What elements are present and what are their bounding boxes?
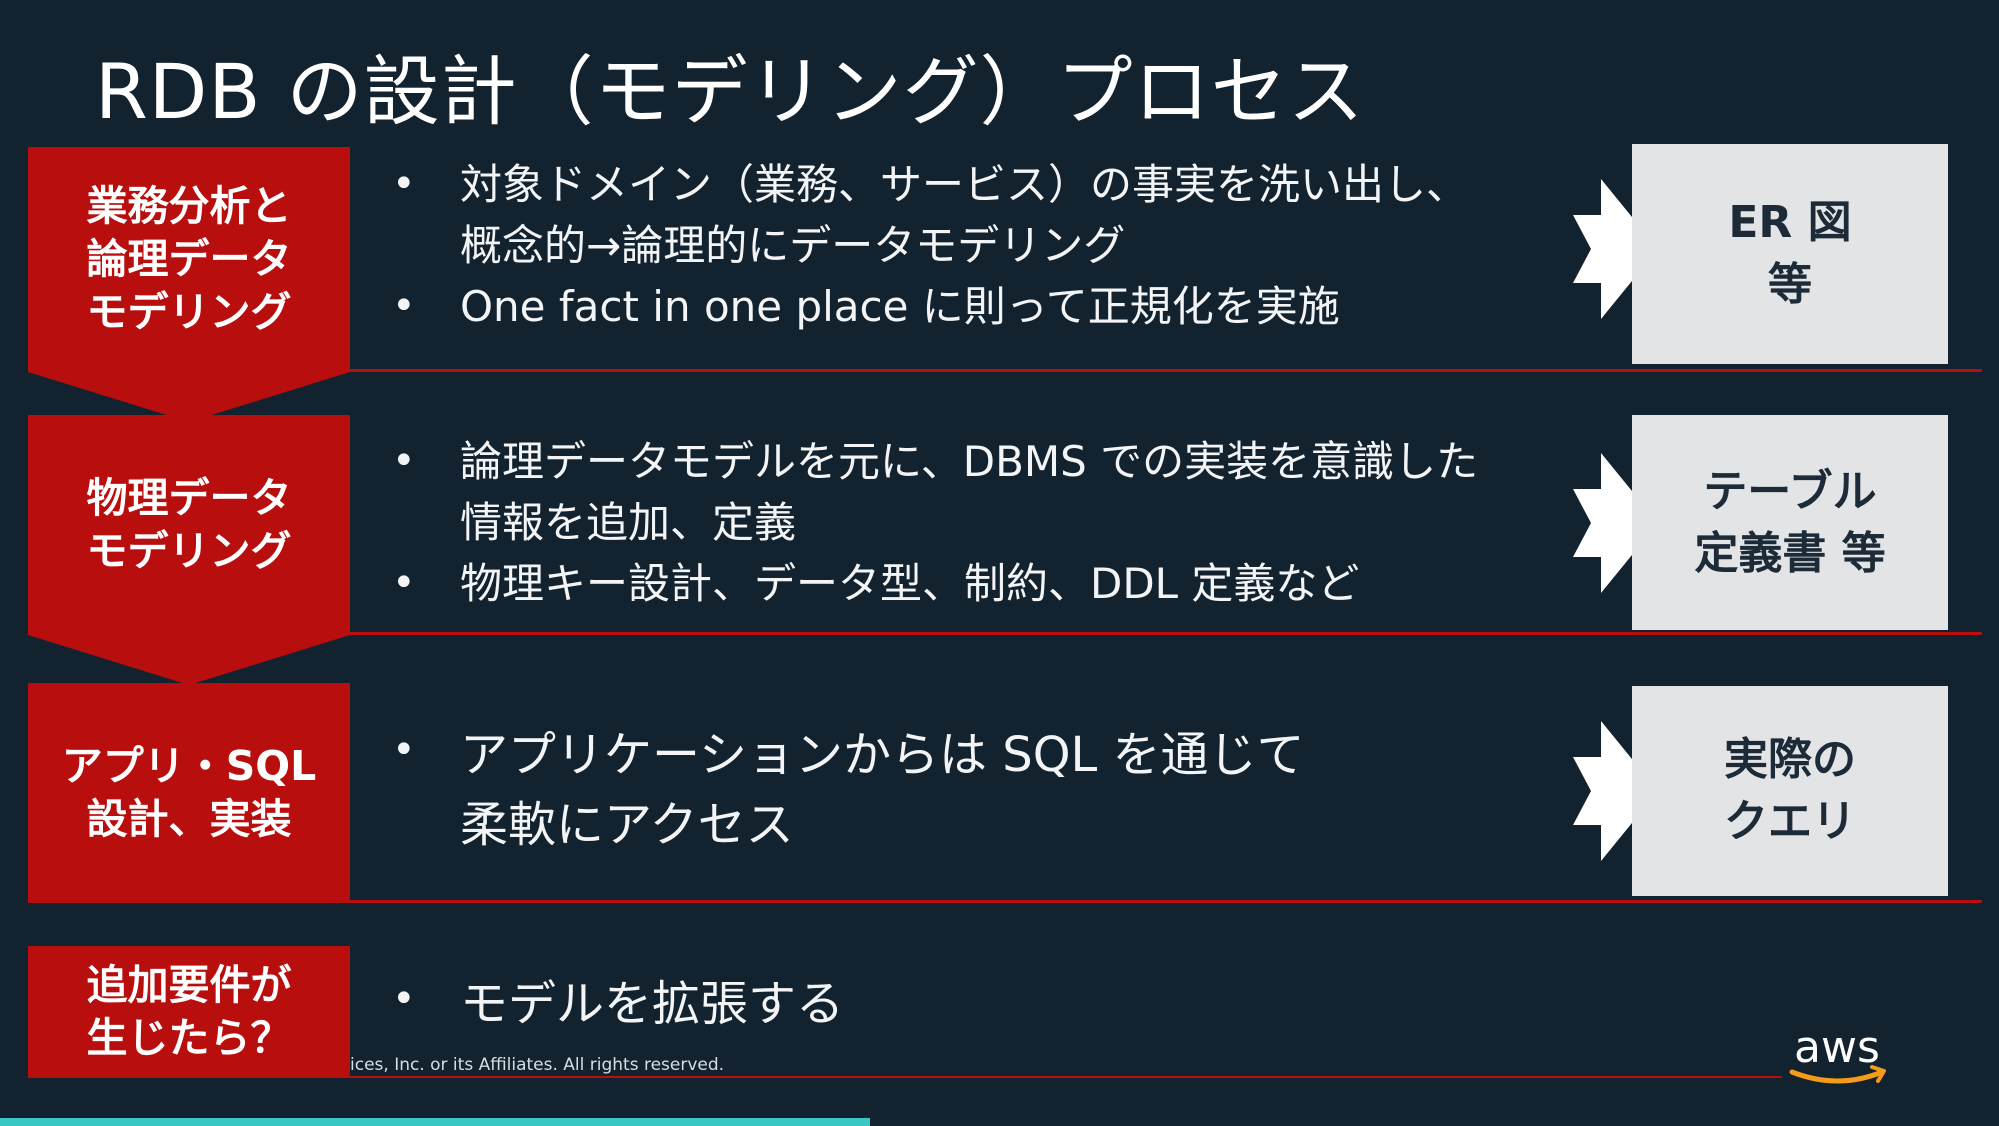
step-label-box: 追加要件が 生じたら？ xyxy=(28,946,350,1078)
bullet-dot: • xyxy=(392,976,416,1022)
step-label-line: 業務分析と xyxy=(86,181,292,230)
aws-logo: aws xyxy=(1789,1022,1886,1084)
bottom-accent-bar xyxy=(0,1118,870,1126)
bullet-text: 対象ドメイン（業務、サービス）の事実を洗い出し、 xyxy=(460,160,1469,209)
bullet-text: 情報を追加、定義 xyxy=(460,497,797,547)
process-step-1: 業務分析と 論理データ モデリング • 対象ドメイン（業務、サービス）の事実を洗… xyxy=(28,144,1988,422)
artifact-box: ER 図 等 xyxy=(1632,144,1948,364)
artifact-label-line: ER 図 xyxy=(1728,197,1852,249)
artifact-label-line: 実際の xyxy=(1724,734,1856,786)
step-label-line: モデリング xyxy=(86,288,292,337)
arrow-right-icon xyxy=(1573,453,1658,593)
step-divider xyxy=(350,369,1982,372)
process-step-3: アプリ・SQL 設計、実装 • アプリケーションからは SQL を通じて 柔軟に… xyxy=(28,683,1988,903)
bullet-dot: • xyxy=(392,727,416,773)
step-label-box: 業務分析と 論理データ モデリング xyxy=(28,147,350,372)
bullet-item: • 論理データモデルを元に、DBMS での実装を意識した 情報を追加、定義 xyxy=(392,432,1478,554)
bullet-text: アプリケーションからは SQL を通じて xyxy=(460,727,1305,783)
step-divider xyxy=(350,900,1982,903)
step-label-line: 生じたら？ xyxy=(86,1014,292,1062)
copyright-text: ices, Inc. or its Affiliates. All rights… xyxy=(350,1055,725,1075)
step-label-line: 設計、実装 xyxy=(86,795,292,843)
bullet-dot: • xyxy=(392,438,416,484)
aws-logo-text: aws xyxy=(1794,1022,1880,1073)
artifact-label-line: 定義書 等 xyxy=(1694,527,1886,579)
step-bullets: • モデルを拡張する xyxy=(392,970,844,1040)
bullet-dot: • xyxy=(392,161,416,207)
bullet-item: • モデルを拡張する xyxy=(392,970,844,1040)
artifact-box: 実際の クエリ xyxy=(1632,686,1948,896)
bullet-text: 物理キー設計、データ型、制約、DDL 定義など xyxy=(460,558,1360,608)
artifact-label-line: クエリ xyxy=(1724,796,1856,847)
step-label-box: アプリ・SQL 設計、実装 xyxy=(28,683,350,903)
step-label-line: アプリ・SQL xyxy=(61,741,317,790)
bullet-dot: • xyxy=(392,559,416,606)
arrow-right-icon xyxy=(1573,721,1658,861)
bullet-text: モデルを拡張する xyxy=(460,976,845,1032)
step-bullets: • 論理データモデルを元に、DBMS での実装を意識した 情報を追加、定義 • … xyxy=(392,432,1478,615)
bullet-item: • 物理キー設計、データ型、制約、DDL 定義など xyxy=(392,554,1478,615)
bullet-dot: • xyxy=(392,282,416,329)
slide-title: RDB の設計（モデリング）プロセス xyxy=(95,47,1365,136)
artifact-label-line: テーブル xyxy=(1703,465,1877,517)
bullet-text: 論理データモデルを元に、DBMS での実装を意識した xyxy=(460,437,1479,486)
bullet-item: • 対象ドメイン（業務、サービス）の事実を洗い出し、 概念的→論理的にデータモデ… xyxy=(392,155,1468,277)
arrow-right-icon xyxy=(1573,179,1658,319)
artifact-box: テーブル 定義書 等 xyxy=(1632,415,1948,630)
step-bullets: • アプリケーションからは SQL を通じて 柔軟にアクセス xyxy=(392,721,1305,860)
step-connector-chevron xyxy=(28,635,350,685)
step-bullets: • 対象ドメイン（業務、サービス）の事実を洗い出し、 概念的→論理的にデータモデ… xyxy=(392,155,1468,338)
bullet-text: 概念的→論理的にデータモデリング xyxy=(460,220,1126,270)
artifact-label-line: 等 xyxy=(1768,259,1812,310)
step-connector-chevron xyxy=(28,372,350,422)
step-label-line: 論理データ xyxy=(86,234,292,283)
bullet-text: One fact in one place に則って正規化を実施 xyxy=(460,281,1340,331)
bullet-item: • One fact in one place に則って正規化を実施 xyxy=(392,277,1468,338)
bullet-item: • アプリケーションからは SQL を通じて 柔軟にアクセス xyxy=(392,721,1305,860)
footer-divider xyxy=(322,1076,1782,1078)
step-label-box: 物理データ モデリング xyxy=(28,415,350,635)
step-label-line: モデリング xyxy=(86,527,292,575)
bullet-text: 柔軟にアクセス xyxy=(460,796,794,853)
process-step-2: 物理データ モデリング • 論理データモデルを元に、DBMS での実装を意識した… xyxy=(28,415,1988,685)
step-label-line: 追加要件が xyxy=(86,960,292,1009)
process-step-4: 追加要件が 生じたら？ • モデルを拡張する xyxy=(28,946,1988,1078)
step-divider xyxy=(350,632,1982,635)
step-label-line: 物理データ xyxy=(86,473,292,522)
